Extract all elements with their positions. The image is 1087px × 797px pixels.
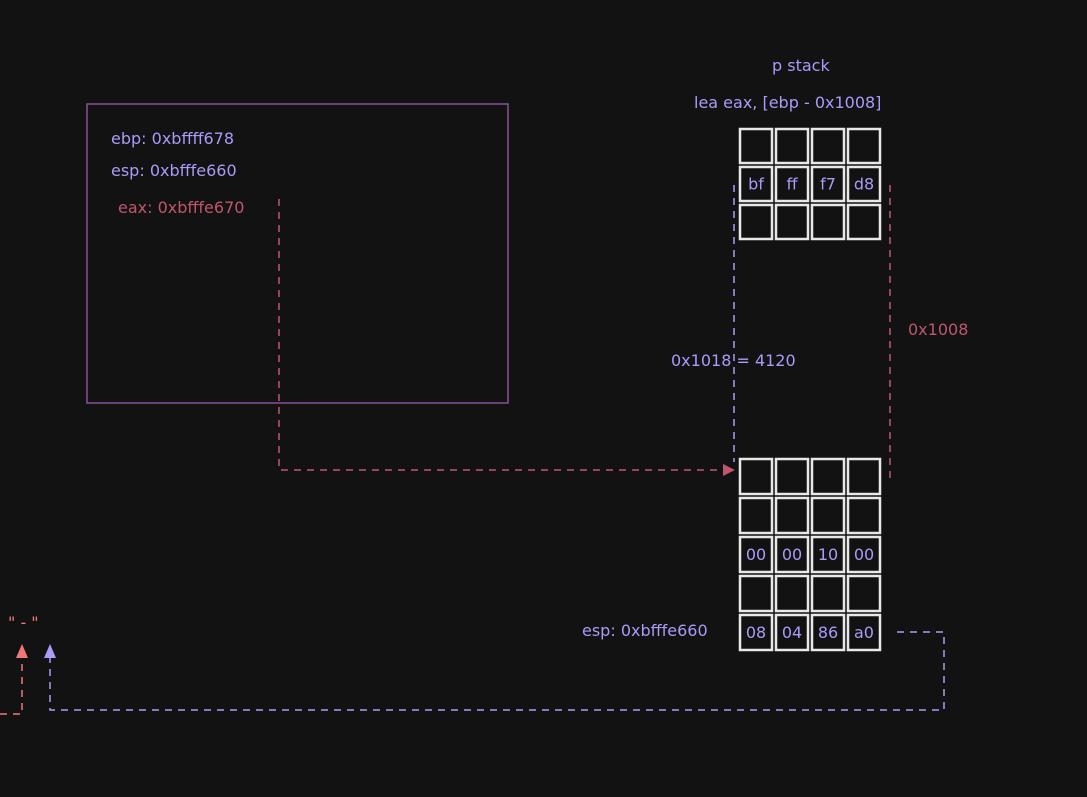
bottom-stack-cell-value: 08 bbox=[746, 623, 766, 642]
bottom-stack-cell bbox=[738, 496, 774, 535]
top-stack-cell-value: d8 bbox=[854, 175, 874, 194]
bottom-stack-cell bbox=[774, 613, 810, 652]
eax-register-label: eax: 0xbfffe670 bbox=[118, 198, 244, 217]
top-stack-cell bbox=[774, 127, 810, 165]
bottom-stack-cell-value: 86 bbox=[818, 623, 838, 642]
top-stack-cell-value: ff bbox=[786, 175, 798, 194]
offset-label: 0x1008 bbox=[908, 320, 968, 339]
top-stack-cell-value: bf bbox=[748, 175, 764, 194]
bottom-stack-grid: 00 00 10 00 08 04 86 a0 bbox=[738, 457, 882, 652]
bottom-stack-cell bbox=[774, 574, 810, 613]
bottom-stack-cell bbox=[774, 496, 810, 535]
salmon-arrow-head-icon bbox=[16, 644, 28, 658]
top-stack-cell bbox=[738, 165, 774, 203]
instruction-label: lea eax, [ebp - 0x1008] bbox=[694, 93, 881, 112]
top-stack-cell bbox=[738, 203, 774, 241]
salmon-return-path bbox=[0, 652, 23, 715]
stack-title: p stack bbox=[772, 56, 830, 75]
bottom-stack-cell bbox=[774, 457, 810, 496]
top-stack-cell bbox=[846, 127, 882, 165]
bottom-stack-cell bbox=[846, 613, 882, 652]
top-stack-cell bbox=[810, 127, 846, 165]
bottom-stack-cell-value: 00 bbox=[854, 545, 874, 564]
bottom-stack-cell-value: 00 bbox=[782, 545, 802, 564]
top-stack-cell bbox=[846, 165, 882, 203]
esp-return-path bbox=[49, 631, 945, 711]
bottom-stack-cell bbox=[774, 535, 810, 574]
bottom-stack-cell bbox=[738, 457, 774, 496]
bottom-stack-cell bbox=[810, 496, 846, 535]
bottom-stack-cell bbox=[846, 535, 882, 574]
bottom-stack-cell bbox=[810, 574, 846, 613]
bottom-stack-cell bbox=[846, 457, 882, 496]
top-stack-cell bbox=[738, 127, 774, 165]
top-stack-grid: bf ff f7 d8 bbox=[738, 127, 882, 241]
bottom-stack-cell-value: 10 bbox=[818, 545, 838, 564]
bottom-stack-cell bbox=[738, 574, 774, 613]
top-stack-cell bbox=[774, 165, 810, 203]
bottom-stack-cell-value: a0 bbox=[854, 623, 874, 642]
bottom-stack-cell bbox=[738, 613, 774, 652]
esp-register-label: esp: 0xbfffe660 bbox=[111, 161, 237, 180]
bottom-stack-cell bbox=[810, 613, 846, 652]
top-stack-cell-value: f7 bbox=[820, 175, 836, 194]
bottom-stack-cell-value: 00 bbox=[746, 545, 766, 564]
eax-pointer-arrow bbox=[278, 199, 735, 476]
bottom-stack-cell bbox=[810, 457, 846, 496]
registers-box bbox=[86, 103, 509, 404]
bottom-stack-cell bbox=[738, 535, 774, 574]
corner-mark-label: " - " bbox=[8, 613, 39, 632]
ebp-register-label: ebp: 0xbffff678 bbox=[111, 129, 234, 148]
top-stack-cell bbox=[810, 165, 846, 203]
bottom-stack-cell bbox=[810, 535, 846, 574]
bottom-stack-cell bbox=[846, 574, 882, 613]
top-stack-cell bbox=[774, 203, 810, 241]
purple-arrow-head-icon bbox=[44, 644, 56, 658]
top-stack-cell bbox=[846, 203, 882, 241]
distance-label: 0x1018 = 4120 bbox=[671, 351, 796, 370]
top-stack-cell bbox=[810, 203, 846, 241]
bottom-stack-cell bbox=[846, 496, 882, 535]
esp-pointer-label: esp: 0xbfffe660 bbox=[582, 621, 708, 640]
bottom-stack-cell-value: 04 bbox=[782, 623, 802, 642]
